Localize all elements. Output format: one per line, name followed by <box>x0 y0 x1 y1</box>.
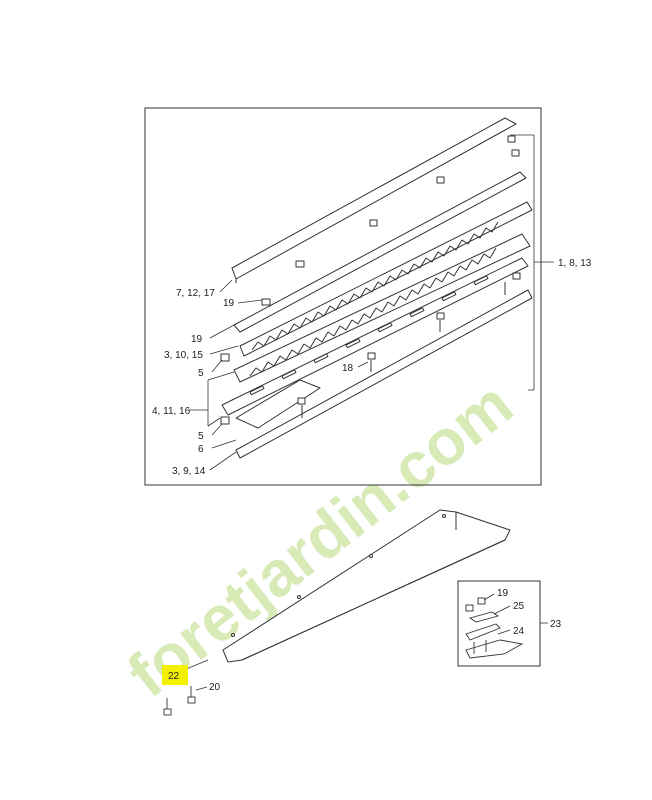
leader-20 <box>195 686 208 691</box>
callout-19-upper: 19 <box>223 298 235 309</box>
cover-bar <box>231 117 517 280</box>
callout-25: 25 <box>513 601 525 612</box>
kit-leaders <box>483 593 548 635</box>
main-assembly-frame <box>144 107 542 486</box>
kit-box-frame <box>457 580 541 667</box>
callout-3-10-15: 3, 10, 15 <box>164 350 203 361</box>
drive-link <box>235 379 321 429</box>
slot-row <box>249 275 489 396</box>
strip-plate <box>233 171 527 333</box>
callout-5-upper: 5 <box>198 368 204 379</box>
callout-4-11-16: 4, 11, 16 <box>152 406 191 417</box>
lower-cutting-blade <box>233 233 531 383</box>
kit-parts-drawing <box>465 597 524 659</box>
blade-assembly-drawing <box>220 117 533 459</box>
callout-19-kit: 19 <box>497 588 509 599</box>
callout-22: 22 <box>168 671 180 682</box>
callout-5-lower: 5 <box>198 431 204 442</box>
callout-23: 23 <box>550 619 562 630</box>
blade-guard-drawing <box>222 509 511 663</box>
callout-18: 18 <box>342 363 354 374</box>
leader-lines <box>188 134 554 471</box>
callout-24: 24 <box>513 626 525 637</box>
guide-bar <box>235 289 533 459</box>
callout-6: 6 <box>198 444 204 455</box>
callout-3-9-14: 3, 9, 14 <box>172 466 206 477</box>
hardware <box>220 135 521 425</box>
callout-19-lower: 19 <box>191 334 203 345</box>
callout-1-8-13: 1, 8, 13 <box>558 258 592 269</box>
upper-cutting-blade <box>239 201 533 357</box>
part-22-highlight <box>162 665 188 685</box>
screws <box>163 686 196 716</box>
callout-20: 20 <box>209 682 221 693</box>
callout-7-12-17: 7, 12, 17 <box>176 288 215 299</box>
